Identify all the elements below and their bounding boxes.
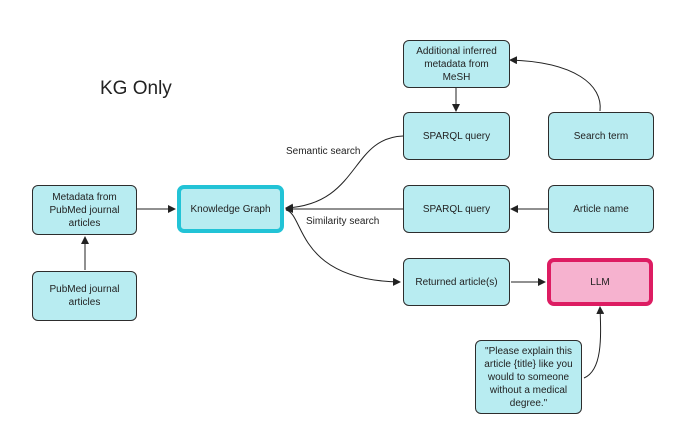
- edge-searchterm-to-mesh: [509, 56, 601, 112]
- edge-prompt-to-llm: [583, 306, 605, 379]
- node-mesh-metadata: Additional inferred metadata from MeSH: [403, 40, 510, 88]
- node-search-term: Search term: [548, 112, 654, 160]
- edge-sparql-top-to-kg: [285, 135, 404, 212]
- node-knowledge-graph: Knowledge Graph: [177, 185, 284, 233]
- node-returned-articles: Returned article(s): [403, 258, 510, 306]
- node-llm: LLM: [547, 258, 653, 306]
- node-sparql-query-top: SPARQL query: [403, 112, 510, 160]
- edge-label-semantic-search: Semantic search: [286, 146, 361, 157]
- node-article-name: Article name: [548, 185, 654, 233]
- node-pubmed-articles: PubMed journal articles: [32, 271, 137, 321]
- node-sparql-query-mid: SPARQL query: [403, 185, 510, 233]
- edge-kg-to-returned: [285, 209, 401, 286]
- diagram-title: KG Only: [100, 78, 172, 99]
- node-pubmed-metadata: Metadata from PubMed journal articles: [32, 185, 137, 235]
- edge-label-similarity-search: Similarity search: [306, 216, 380, 227]
- node-prompt: "Please explain this article {title} lik…: [475, 340, 582, 414]
